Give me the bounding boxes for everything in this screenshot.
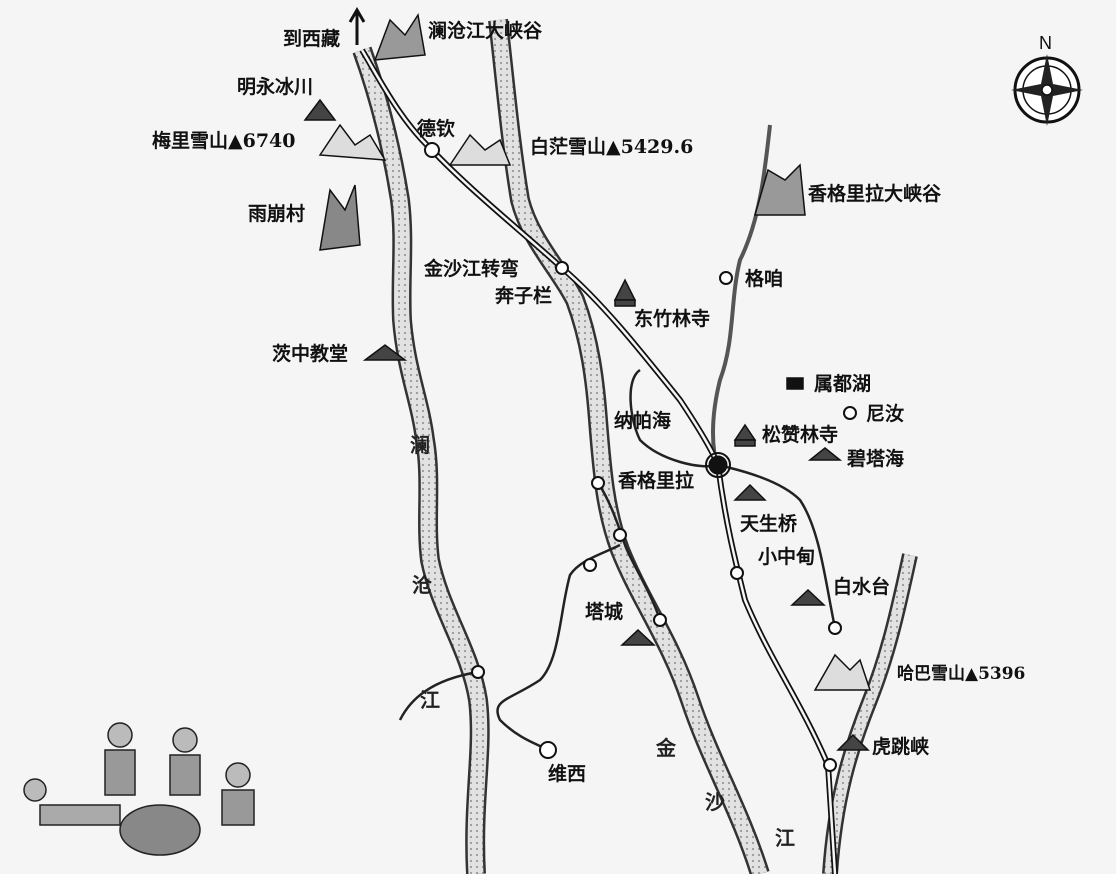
river-label-jinsha-2: 沙 bbox=[705, 790, 725, 814]
label-deqin: 德钦 bbox=[417, 118, 456, 140]
label-shangrila-canyon: 香格里拉大峡谷 bbox=[808, 183, 942, 205]
river-label-lancang-1: 澜 bbox=[410, 433, 430, 457]
river-label-lancang-2: 沧 bbox=[412, 573, 432, 597]
campfire-illustration bbox=[23, 722, 255, 856]
town-markers bbox=[424, 142, 857, 772]
label-dongzhulin: 东竹林寺 bbox=[634, 308, 711, 330]
glacier-icon bbox=[303, 98, 337, 121]
label-benzilan: 奔子栏 bbox=[495, 285, 553, 307]
label-lancang-canyon: 澜沧江大峡谷 bbox=[428, 20, 543, 42]
label-tiger-leaping: 虎跳峡 bbox=[872, 736, 930, 758]
label-baimang-snow: 白茫雪山▲5429.6 bbox=[530, 136, 694, 158]
label-bita-sea: 碧塔海 bbox=[847, 448, 905, 470]
label-yubeng: 雨崩村 bbox=[248, 203, 306, 225]
bita-icon bbox=[807, 447, 843, 461]
tiger-leaping-icon bbox=[836, 733, 870, 751]
baishuitai-icon bbox=[790, 588, 826, 606]
temple-songzanlin-icon bbox=[733, 423, 757, 441]
label-jinsha-bend: 金沙江转弯 bbox=[424, 258, 520, 280]
temple-dongzhulin-icon bbox=[613, 278, 637, 301]
label-shangrila: 香格里拉 bbox=[618, 470, 695, 492]
lancang-river bbox=[352, 46, 490, 874]
secondary-roads bbox=[398, 368, 837, 752]
jinsha-river bbox=[488, 18, 918, 874]
label-songzanlin: 松赞林寺 bbox=[762, 424, 839, 446]
baimang-mountain-icon bbox=[448, 133, 512, 166]
camera-icon bbox=[786, 377, 804, 390]
compass-north-label: N bbox=[1039, 33, 1052, 53]
label-xiaozhongdian: 小中甸 bbox=[758, 546, 816, 568]
river-label-jinsha-1: 金 bbox=[656, 736, 676, 760]
yubeng-icon bbox=[319, 184, 361, 251]
shangrila-city-marker bbox=[708, 455, 728, 475]
label-meili-snow: 梅里雪山▲6740 bbox=[152, 130, 296, 152]
canyon-icon bbox=[373, 12, 426, 61]
label-weixi: 维西 bbox=[548, 763, 587, 785]
compass-icon bbox=[1011, 54, 1083, 126]
tibet-arrow bbox=[348, 7, 366, 45]
tiansheng-icon bbox=[733, 483, 767, 501]
landmark-icons bbox=[303, 12, 872, 751]
label-haba-snow: 哈巴雪山▲5396 bbox=[897, 664, 1026, 684]
river-label-lancang-3: 江 bbox=[420, 688, 440, 712]
shangrila-canyon-icon bbox=[754, 163, 806, 216]
label-geza: 格咱 bbox=[745, 268, 784, 290]
label-mingyong-glacier: 明永冰川 bbox=[237, 76, 314, 98]
label-to-tibet: 到西藏 bbox=[283, 28, 341, 50]
river-label-jinsha-3: 江 bbox=[775, 826, 795, 850]
geza-stream bbox=[711, 124, 772, 471]
haba-mountain-icon bbox=[813, 653, 872, 691]
label-tacheng: 塔城 bbox=[585, 601, 624, 623]
label-cizhong-church: 茨中教堂 bbox=[272, 343, 349, 365]
label-niru: 尼汝 bbox=[866, 403, 905, 425]
church-icon bbox=[362, 344, 408, 361]
label-shudu-lake: 属都湖 bbox=[814, 373, 872, 395]
tacheng-icon bbox=[620, 628, 656, 646]
label-tiansheng-bridge: 天生桥 bbox=[740, 513, 798, 535]
label-nipai-sea: 纳帕海 bbox=[614, 410, 672, 432]
snow-mountain-icon bbox=[318, 123, 387, 161]
label-baishuitai: 白水台 bbox=[833, 576, 891, 598]
